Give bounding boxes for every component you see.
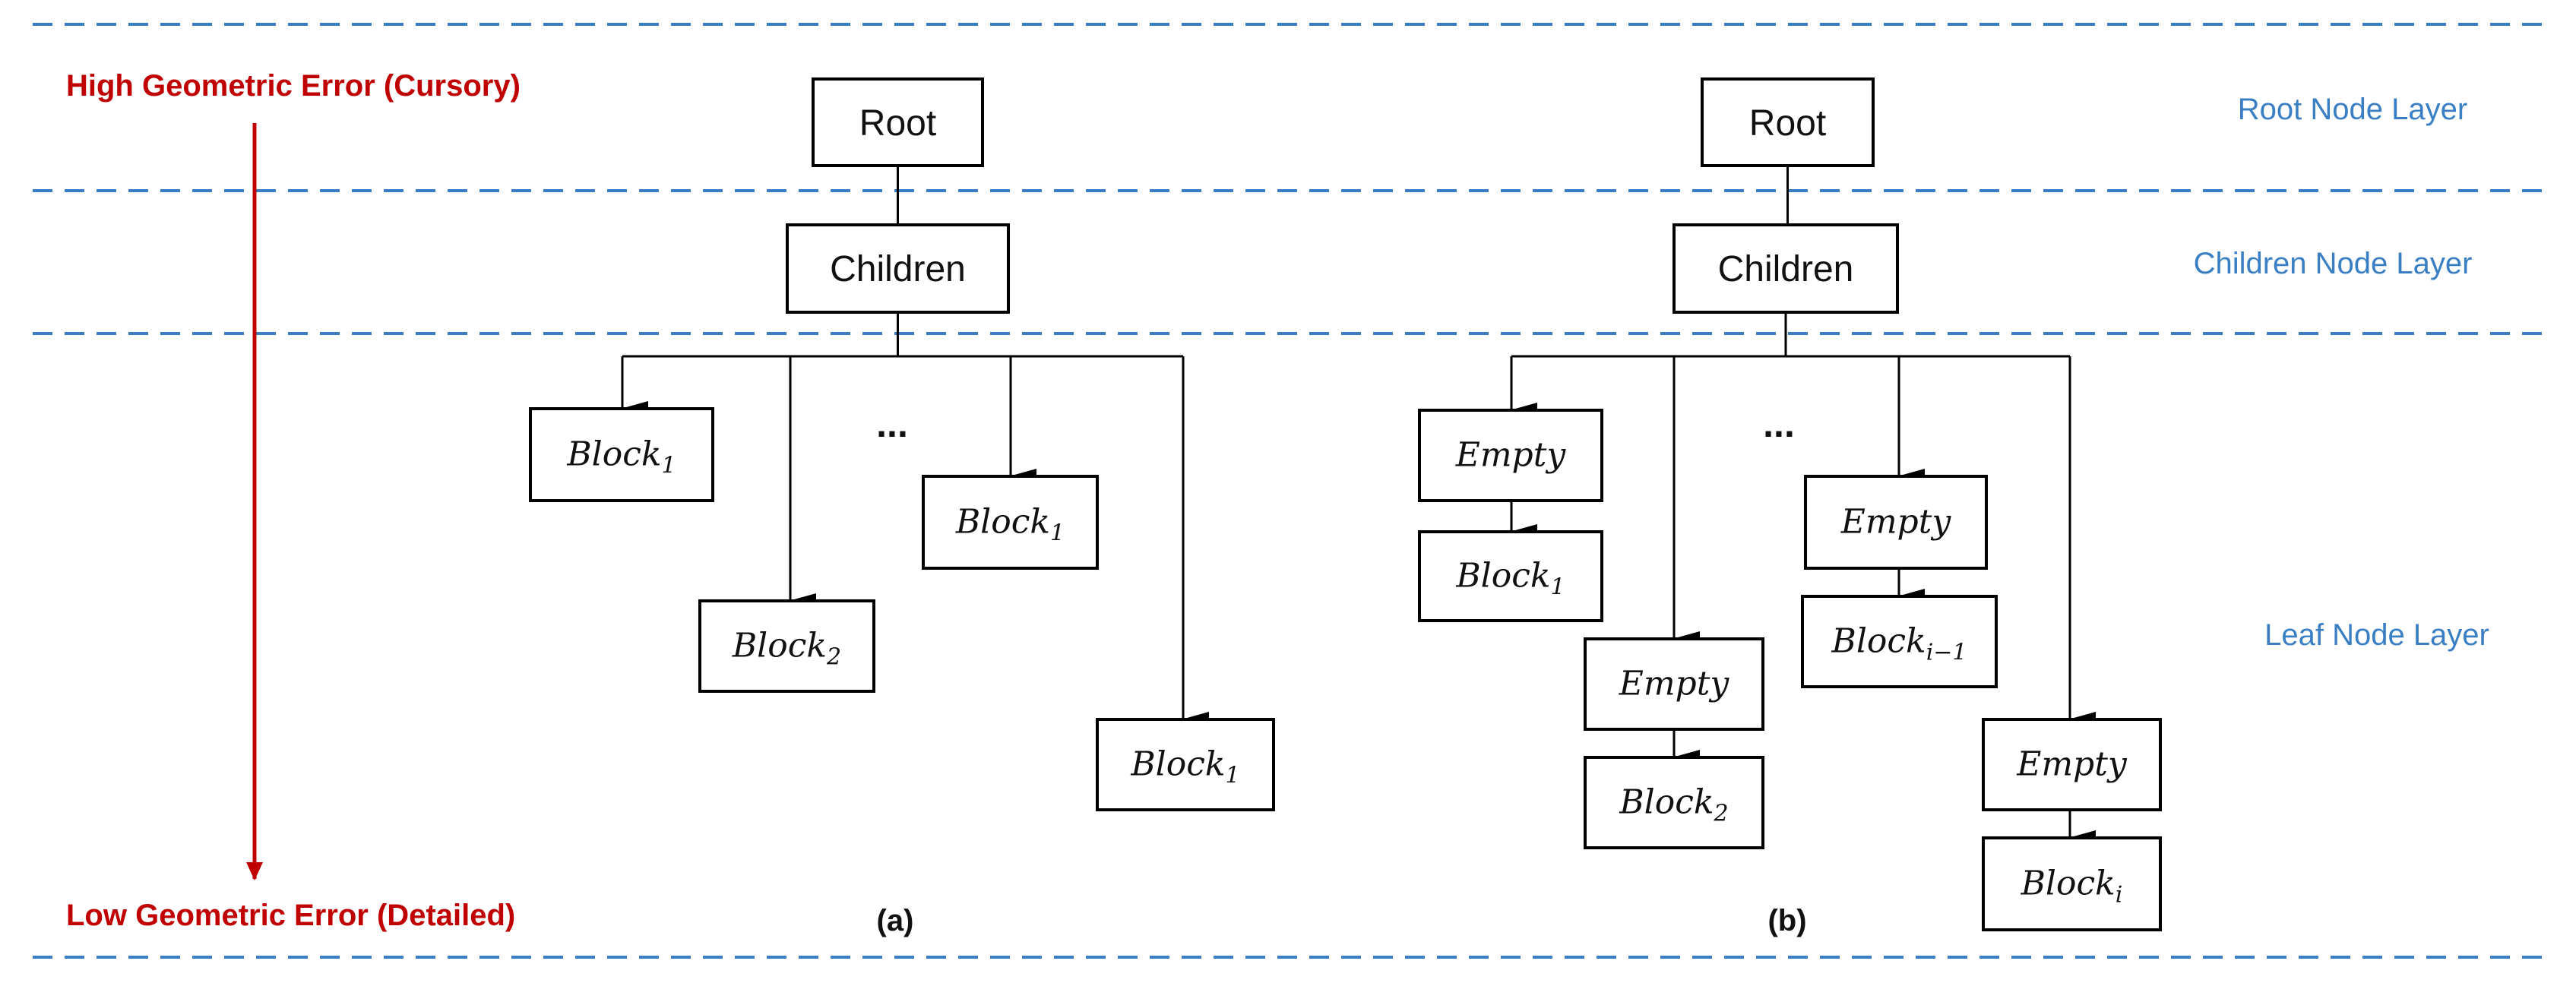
empty-label: Empty bbox=[2016, 745, 2128, 784]
empty-label: Empty bbox=[1840, 503, 1952, 542]
leaf-block-label-subscript: 2 bbox=[826, 644, 841, 671]
tree-b: RootChildrenEmptyBlock1EmptyBlock2EmptyB… bbox=[1418, 77, 2162, 931]
leaf-block-node bbox=[1584, 756, 1764, 849]
children-node bbox=[1673, 223, 1899, 314]
root-node bbox=[812, 77, 984, 167]
root-label: Root bbox=[859, 103, 936, 144]
leaf-block-label: Block1 bbox=[566, 435, 676, 479]
empty-node bbox=[1418, 409, 1603, 502]
leaf-block-label-subscript: 1 bbox=[1226, 763, 1240, 789]
ellipsis-b: ... bbox=[1763, 403, 1795, 445]
empty-label-base: Empty bbox=[1455, 436, 1567, 475]
children-node bbox=[786, 223, 1010, 314]
empty-node bbox=[1804, 475, 1988, 570]
empty-label-base: Empty bbox=[1619, 665, 1730, 703]
leaf-block-node bbox=[1418, 530, 1603, 622]
leaf-block-label-base: Block bbox=[1130, 745, 1225, 784]
leaf-block-node bbox=[1982, 836, 2162, 931]
caption-b: (b) bbox=[1767, 904, 1806, 937]
leaf-block-label: Block1 bbox=[955, 503, 1065, 547]
empty-label: Empty bbox=[1619, 665, 1730, 703]
leaf-block-node bbox=[922, 475, 1099, 570]
leaf-block-label: Block2 bbox=[732, 627, 841, 671]
leaf-block-node bbox=[1096, 718, 1275, 811]
leaf-block-label: Block2 bbox=[1619, 783, 1728, 827]
children-label: Children bbox=[830, 249, 966, 289]
empty-label: Empty bbox=[1455, 436, 1567, 475]
leaf-block-label: Blocki bbox=[2021, 864, 2123, 909]
children-layer-label: Children Node Layer bbox=[2194, 247, 2473, 280]
leaf-block-label-base: Block bbox=[1455, 557, 1550, 596]
leaf-block-node bbox=[1801, 595, 1998, 688]
empty-node bbox=[1982, 718, 2162, 811]
root-node bbox=[1701, 77, 1875, 167]
leaf-block-label-base: Block bbox=[2021, 864, 2116, 903]
leaf-block-label-base: Block bbox=[566, 435, 661, 474]
leaf-block-label-subscript: 1 bbox=[662, 453, 676, 479]
leaf-block-label-subscript: 1 bbox=[1551, 574, 1565, 601]
leaf-block-label-base: Block bbox=[1619, 783, 1714, 822]
leaf-block-label: Block1 bbox=[1455, 557, 1565, 601]
leaf-block-label-subscript: 1 bbox=[1050, 520, 1065, 547]
leaf-block-label: Blocki−1 bbox=[1831, 622, 1967, 666]
leaf-block-label-base: Block bbox=[1831, 622, 1926, 661]
children-label: Children bbox=[1718, 249, 1854, 289]
leaf-layer-label: Leaf Node Layer bbox=[2264, 618, 2489, 652]
root-layer-label: Root Node Layer bbox=[2238, 93, 2467, 126]
empty-label-base: Empty bbox=[1840, 503, 1952, 542]
leaf-block-label-base: Block bbox=[732, 627, 827, 665]
leaf-block-label: Block1 bbox=[1130, 745, 1239, 789]
leaf-block-node bbox=[529, 407, 714, 502]
leaf-block-label-subscript: i bbox=[2116, 882, 2123, 909]
empty-label-base: Empty bbox=[2016, 745, 2128, 784]
leaf-block-label-base: Block bbox=[955, 503, 1050, 542]
ellipsis-a: ... bbox=[876, 403, 908, 445]
root-label: Root bbox=[1749, 103, 1826, 144]
leaf-block-label-subscript: 2 bbox=[1714, 801, 1729, 827]
leaf-block-node bbox=[698, 599, 875, 693]
low-error-label: Low Geometric Error (Detailed) bbox=[66, 899, 515, 932]
caption-a: (a) bbox=[877, 904, 914, 937]
leaf-block-label-subscript: i−1 bbox=[1926, 640, 1967, 666]
high-error-label: High Geometric Error (Cursory) bbox=[66, 69, 521, 103]
